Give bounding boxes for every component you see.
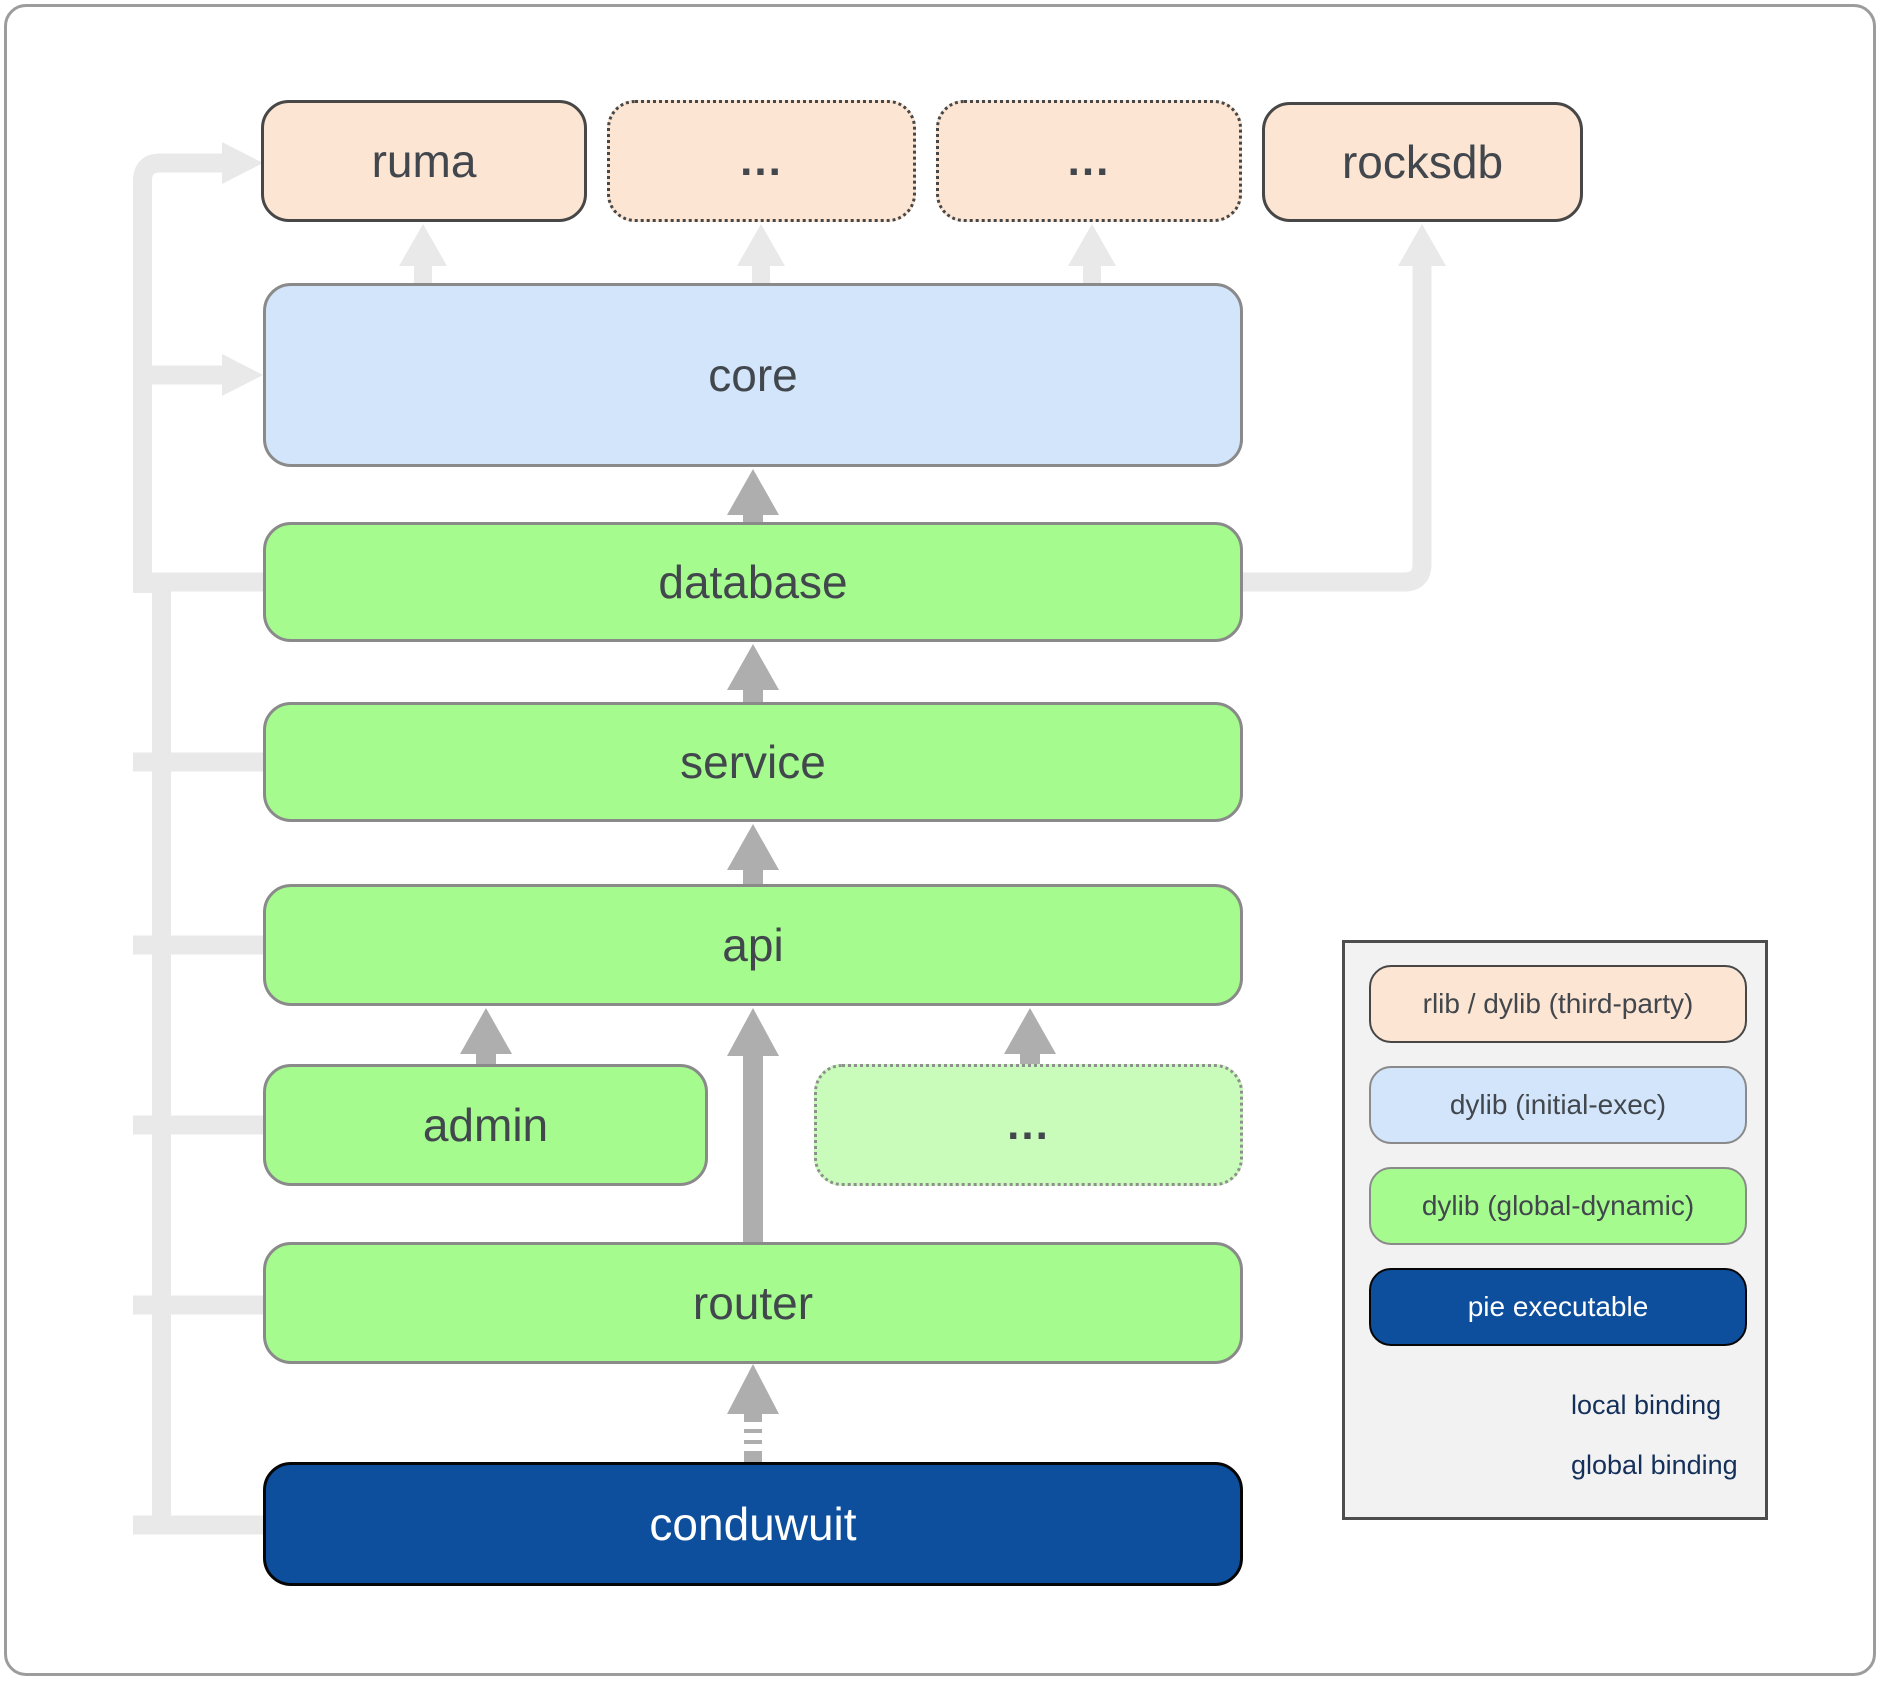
left-bus-arrowheads (222, 142, 263, 396)
arrowhead-core-ruma-icon (399, 224, 447, 266)
node-third-party-2: ... (936, 100, 1242, 222)
node-third-party-1: ... (607, 100, 916, 222)
node-router: router (263, 1242, 1243, 1364)
node-core: core (263, 283, 1243, 467)
core-to-top-heads (399, 224, 1116, 266)
arrow-database-rocksdb-shaft (1243, 260, 1432, 592)
legend-item-rlib-dylib-third-party-label: rlib / dylib (third-party) (1422, 988, 1694, 1019)
arrowhead-bus-ruma-icon (222, 142, 263, 184)
node-core-label: core (708, 349, 798, 401)
legend-item-rlib-dylib-third-party: rlib / dylib (third-party) (1369, 965, 1747, 1043)
arrowhead-conduwuit-router-icon (727, 1364, 779, 1414)
legend-item-pie-executable-label: pie executable (1467, 1291, 1649, 1322)
arrowhead-moreapis-api-icon (1004, 1008, 1056, 1054)
node-api-label: api (722, 919, 784, 971)
legend-item-dylib-global-dynamic: dylib (global-dynamic) (1369, 1167, 1747, 1245)
bus-trunk-outer (133, 153, 226, 593)
node-admin: admin (263, 1064, 708, 1186)
node-router-label: router (692, 1277, 814, 1329)
arrowhead-core-dots2-icon (1068, 224, 1116, 266)
legend-panel: rlib / dylib (third-party) dylib (initia… (1342, 940, 1768, 1520)
node-service-label: service (680, 736, 826, 788)
legend-local-binding-label: local binding (1571, 1389, 1722, 1420)
node-api: api (263, 884, 1243, 1006)
node-third-party-1-label: ... (740, 136, 783, 185)
arrowhead-service-database-icon (727, 644, 779, 690)
arrowhead-api-service-icon (727, 824, 779, 870)
node-ruma: ruma (261, 100, 587, 222)
node-admin-label: admin (422, 1099, 549, 1151)
node-more-apis-label: ... (1007, 1100, 1050, 1149)
arrowhead-database-rocksdb-icon (1398, 224, 1446, 266)
node-third-party-2-label: ... (1067, 136, 1111, 185)
node-rocksdb: rocksdb (1262, 102, 1583, 222)
global-binding-shafts (476, 508, 1040, 1246)
arrowhead-core-dots1-icon (737, 224, 785, 266)
node-service: service (263, 702, 1243, 822)
legend-item-dylib-initial-exec-label: dylib (initial-exec) (1449, 1089, 1667, 1120)
global-binding-heads (460, 469, 1056, 1056)
node-conduwuit: conduwuit (263, 1462, 1243, 1586)
node-ruma-label: ruma (371, 135, 477, 187)
arrowhead-database-core-icon (727, 469, 779, 515)
node-more-apis: ... (814, 1064, 1243, 1186)
legend-global-binding-label: global binding (1571, 1449, 1738, 1480)
legend-item-pie-executable: pie executable (1369, 1268, 1747, 1346)
canvas-border (4, 4, 1876, 1676)
node-database: database (263, 522, 1243, 642)
legend-item-dylib-global-dynamic-label: dylib (global-dynamic) (1421, 1190, 1695, 1221)
arrowhead-bus-core-icon (222, 354, 263, 396)
node-conduwuit-label: conduwuit (649, 1498, 857, 1550)
legend-item-dylib-initial-exec: dylib (initial-exec) (1369, 1066, 1747, 1144)
arrowhead-admin-api-icon (460, 1008, 512, 1054)
left-bus-lines (133, 153, 268, 1535)
arrowhead-router-api-icon (727, 1008, 779, 1056)
node-database-label: database (658, 556, 848, 608)
node-rocksdb-label: rocksdb (1341, 136, 1504, 188)
